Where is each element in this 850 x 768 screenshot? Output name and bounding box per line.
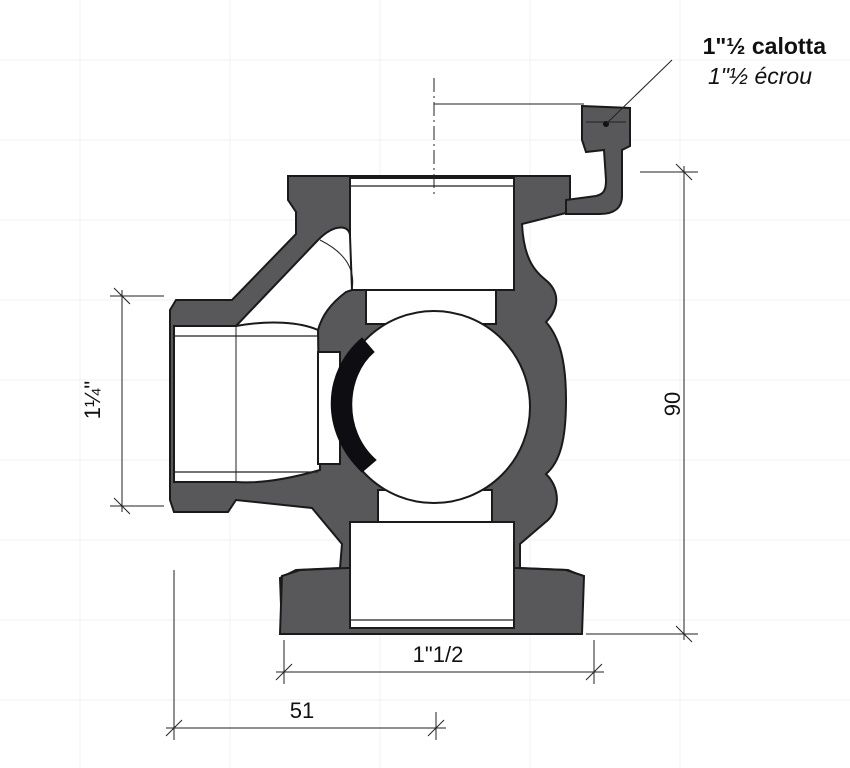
ball <box>337 310 531 504</box>
bottom-bore <box>349 521 515 629</box>
nut-label-italian: 1"½ calotta <box>703 33 827 59</box>
branch-channel-edge <box>319 239 354 291</box>
ball-seal <box>330 337 377 473</box>
dimension-height <box>586 163 698 643</box>
dimension-bottom-port <box>275 640 604 684</box>
dimension-side-port-label: 1¼" <box>80 381 105 419</box>
union-nut-body <box>565 104 631 215</box>
dimension-height-label: 90 <box>660 392 685 416</box>
dimension-offset-label: 51 <box>290 698 314 723</box>
dimension-bottom-port-label: 1"1/2 <box>413 642 464 667</box>
nut-leader-line <box>605 59 673 125</box>
dimension-side-port <box>110 287 164 515</box>
nut-label-french: 1"½ écrou <box>708 63 812 89</box>
side-bore <box>173 321 322 484</box>
dimension-offset <box>165 570 446 740</box>
top-bore <box>349 177 515 291</box>
union-nut <box>434 103 631 215</box>
valve-body <box>169 175 586 635</box>
